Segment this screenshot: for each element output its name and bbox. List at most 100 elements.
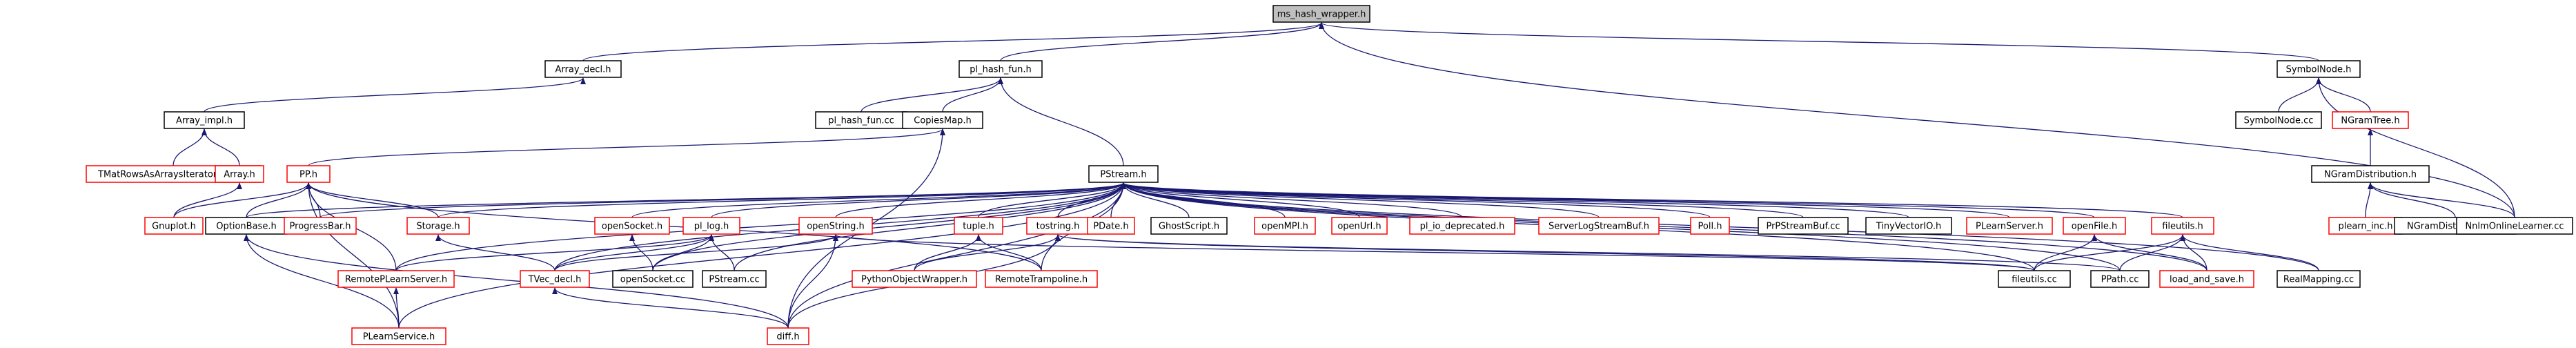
node-box <box>1966 217 2053 235</box>
node-box <box>2277 270 2361 288</box>
node-box <box>954 217 1003 235</box>
edge-gnuplot-to-pp <box>173 182 311 218</box>
node-pl-io-deprecated[interactable]: pl_io_deprecated.h <box>1409 217 1515 235</box>
node-pdate[interactable]: PDate.h <box>1087 217 1135 235</box>
node-label: ms_hash_wrapper.h <box>1277 10 1366 20</box>
node-pstream-cc[interactable]: PStream.cc <box>702 270 767 288</box>
node-openstring[interactable]: openString.h <box>798 217 873 235</box>
node-storage[interactable]: Storage.h <box>406 217 470 235</box>
node-fileutils-h[interactable]: fileutils.h <box>2151 217 2214 235</box>
node-optionbase[interactable]: OptionBase.h <box>205 217 288 235</box>
node-label: plearn_inc.h <box>2338 222 2392 232</box>
node-label: RemoteTrampoline.h <box>995 275 1088 285</box>
node-prpstreambuf[interactable]: PrPStreamBuf.cc <box>1758 217 1849 235</box>
node-label: PStream.h <box>1100 170 1146 180</box>
node-pstream[interactable]: PStream.h <box>1088 165 1159 183</box>
node-symbolnode[interactable]: SymbolNode.h <box>2277 60 2361 78</box>
node-openmpi[interactable]: openMPI.h <box>1254 217 1316 235</box>
node-poll[interactable]: Poll.h <box>1690 217 1730 235</box>
node-label: tostring.h <box>1036 222 1080 232</box>
node-opensocket-cc[interactable]: openSocket.cc <box>612 270 694 288</box>
node-box <box>406 217 470 235</box>
node-box <box>164 111 245 129</box>
node-pl-hash-fun[interactable]: pl_hash_fun.h <box>958 60 1043 78</box>
node-box <box>2332 111 2409 129</box>
node-box <box>520 270 590 288</box>
node-label: PLearnServer.h <box>1976 222 2043 232</box>
node-copiesmap[interactable]: CopiesMap.h <box>902 111 983 129</box>
node-label: ServerLogStreamBuf.h <box>1548 222 1649 232</box>
node-tvec-decl[interactable]: TVec_decl.h <box>520 270 590 288</box>
node-diff[interactable]: diff.h <box>767 327 809 345</box>
edge-pstream-to-pl_hash_fun <box>998 77 1124 166</box>
node-gnuplot[interactable]: Gnuplot.h <box>144 217 204 235</box>
node-box <box>682 217 740 235</box>
node-box <box>2159 270 2254 288</box>
edge-fileutils_cc-to-tostring <box>1055 234 2035 271</box>
node-tinyvectorio[interactable]: TinyVectorIO.h <box>1865 217 1952 235</box>
node-label: TVec_decl.h <box>528 275 582 285</box>
node-array[interactable]: Array.h <box>215 165 264 183</box>
edge-opensocket_cc-to-pstream <box>652 182 1126 271</box>
node-box <box>902 111 983 129</box>
node-ms-hash-wrapper[interactable]: ms_hash_wrapper.h <box>1272 5 1370 23</box>
node-realmapping-cc[interactable]: RealMapping.cc <box>2277 270 2361 288</box>
edge-remoteplearnserver-to-pl_log <box>395 234 714 271</box>
node-remotetrampoline[interactable]: RemoteTrampoline.h <box>985 270 1098 288</box>
edge-openstring-to-pstream <box>835 182 1126 218</box>
node-label: pl_io_deprecated.h <box>1420 222 1505 232</box>
node-progressbar[interactable]: ProgressBar.h <box>284 217 357 235</box>
node-label: RealMapping.cc <box>2283 275 2354 285</box>
node-label: tuple.h <box>963 222 994 232</box>
node-fileutils-cc[interactable]: fileutils.cc <box>1998 270 2071 288</box>
edge-copiesmap-to-pl_hash_fun <box>942 77 1003 113</box>
node-array-decl[interactable]: Array_decl.h <box>544 60 622 78</box>
node-load-and-save[interactable]: load_and_save.h <box>2159 270 2254 288</box>
node-label: NGramDistribution.h <box>2324 170 2417 180</box>
node-nnlmonlinelearner[interactable]: NnlmOnlineLearner.cc <box>2456 217 2573 235</box>
node-ngramdistribution[interactable]: NGramDistribution.h <box>2311 165 2430 183</box>
edge-pl_io_deprecated-to-pstream <box>1121 182 1463 218</box>
node-tostring[interactable]: tostring.h <box>1026 217 1090 235</box>
edge-opensocket_cc-to-opensocket_h <box>629 234 653 271</box>
node-plearnservice[interactable]: PLearnService.h <box>351 327 446 345</box>
edge-symbolnode-to-ms_hash_wrapper <box>1319 22 2319 61</box>
node-box <box>351 327 446 345</box>
node-plearnserver[interactable]: PLearnServer.h <box>1966 217 2053 235</box>
node-tuple[interactable]: tuple.h <box>954 217 1003 235</box>
node-box <box>815 111 907 129</box>
edge-diff-to-tvec_decl <box>552 287 789 329</box>
edge-gnuplot-to-array <box>173 182 242 218</box>
node-openfile[interactable]: openFile.h <box>2063 217 2126 235</box>
node-pl-hash-fun-cc[interactable]: pl_hash_fun.cc <box>815 111 907 129</box>
node-label: PLearnService.h <box>363 332 435 342</box>
node-box <box>1150 217 1228 235</box>
edge-plearnservice-to-pstream <box>398 182 1126 329</box>
edge-prpstreambuf-to-pstream <box>1121 182 1804 218</box>
node-ghostscript[interactable]: GhostScript.h <box>1150 217 1228 235</box>
node-openurl[interactable]: openUrl.h <box>1331 217 1388 235</box>
node-serverlogstreambuf[interactable]: ServerLogStreamBuf.h <box>1538 217 1660 235</box>
node-ngramtree[interactable]: NGramTree.h <box>2332 111 2409 129</box>
node-pythonobjectwrapper[interactable]: PythonObjectWrapper.h <box>852 270 977 288</box>
edge-tvec_decl-to-openstring <box>554 234 838 271</box>
node-box <box>2090 270 2150 288</box>
node-box <box>985 270 1098 288</box>
node-opensocket-h[interactable]: openSocket.h <box>594 217 670 235</box>
edge-ngramtree-to-symbolnode <box>2316 77 2371 113</box>
node-pp[interactable]: PP.h <box>286 165 331 183</box>
edge-diff-to-pstream <box>787 182 1126 329</box>
edge-remotetrampoline-to-tuple <box>976 234 1042 271</box>
node-pl-log[interactable]: pl_log.h <box>682 217 740 235</box>
edge-openfile-to-pstream <box>1121 182 2095 218</box>
node-ppath-cc[interactable]: PPath.cc <box>2090 270 2150 288</box>
node-label: NnlmOnlineLearner.cc <box>2465 222 2564 232</box>
edge-ngramdistribution_cc-to-ngramdistribution <box>2368 182 2456 218</box>
node-remoteplearnserver[interactable]: RemotePLearnServer.h <box>337 270 455 288</box>
node-symbolnode-cc[interactable]: SymbolNode.cc <box>2235 111 2322 129</box>
edge-poll-to-pstream <box>1121 182 1711 218</box>
node-plearn-inc[interactable]: plearn_inc.h <box>2328 217 2403 235</box>
edge-array_decl-to-ms_hash_wrapper <box>582 22 1324 61</box>
node-array-impl[interactable]: Array_impl.h <box>164 111 245 129</box>
